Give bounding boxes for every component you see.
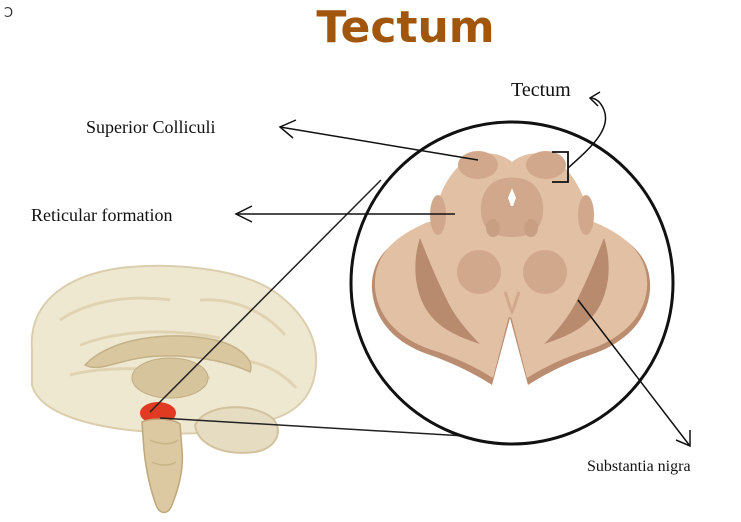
red-nucleus-right [523, 250, 567, 294]
nucleus-small-right [524, 219, 538, 237]
lemniscus-right [578, 195, 594, 235]
superior-colliculus-left [458, 151, 498, 179]
label-reticular-formation: Reticular formation [31, 205, 172, 226]
label-superior-colliculi: Superior Colliculi [86, 117, 216, 138]
brain-illustration [32, 266, 316, 513]
superior-colliculus-right [526, 151, 566, 179]
label-tectum: Tectum [511, 79, 571, 102]
nucleus-small-left [486, 219, 500, 237]
cerebellum [195, 407, 278, 453]
lemniscus-left [430, 195, 446, 235]
label-substantia-nigra: Substantia nigra [587, 458, 691, 476]
brainstem [142, 419, 182, 512]
red-nucleus-left [457, 250, 501, 294]
